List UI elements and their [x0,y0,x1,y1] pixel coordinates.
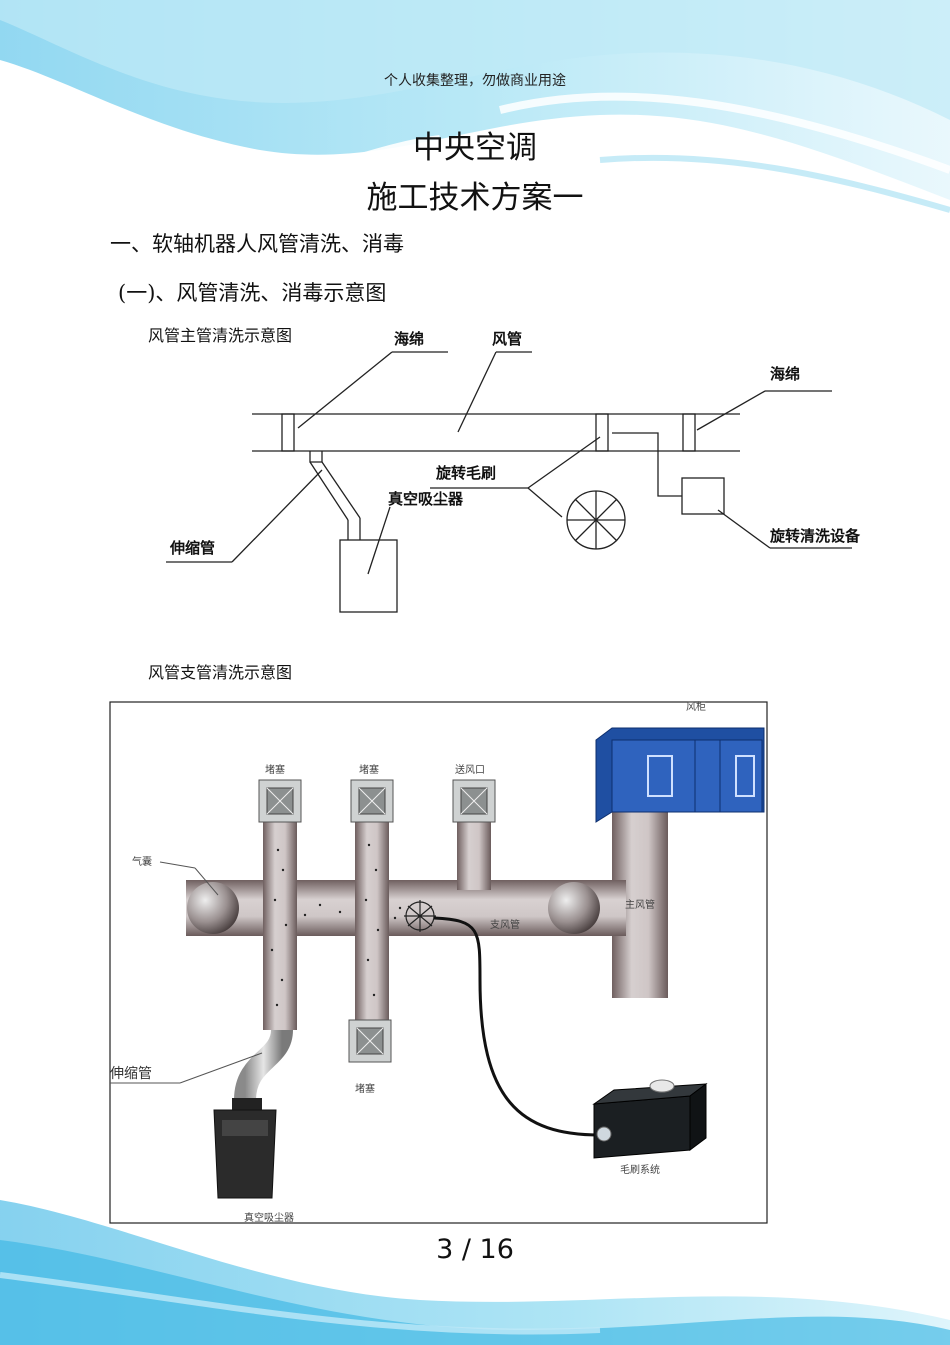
page-title-line2: 施工技术方案一 [366,180,584,216]
leader-cleaner [717,509,771,549]
watermark-text: 个人收集整理，勿做商业用途 [384,73,566,89]
section-heading: 一、软轴机器人风管清洗、消毒 [110,232,404,256]
vacuum-cleaner-unit [213,1098,277,1199]
sponge-right [682,413,696,452]
label-telescopic-tube: 伸缩管 [169,539,215,557]
branch-vertical-1 [263,820,297,1030]
label-brush-system: 毛刷系统 [620,1163,660,1176]
leader-sponge-left [297,351,393,429]
airbag-right [548,882,600,934]
sponge-left [281,413,295,452]
branch-vertical-2 [355,820,389,1020]
airbag-left [187,882,239,934]
grille-supply-outlet [452,779,496,823]
section-subheading: (一)、风管清洗、消毒示意图 [118,281,387,305]
brush-system-unit [592,1079,708,1159]
label-duct: 风管 [492,330,522,348]
label-main-duct: 主风管 [625,898,655,911]
label-air-cabinet: 风柜 [686,700,706,713]
vacuum-box [339,539,398,613]
grille-plug2 [350,779,394,823]
label-plug1: 堵塞 [265,763,285,776]
label-plug2: 堵塞 [359,763,379,776]
label-telescopic-tube-2: 伸缩管 [110,1066,152,1082]
grille-plug-bottom [348,1019,392,1063]
label-plug-bottom: 堵塞 [355,1082,375,1095]
figure1-caption: 风管主管清洗示意图 [148,326,293,345]
main-duct-diagram: 海绵 风管 海绵 旋转毛刷 真空吸尘器 伸缩管 旋转清洗设备 [166,330,861,613]
sponge-middle [595,413,609,452]
label-branch-duct: 支风管 [490,918,520,931]
leader-telescopic [231,469,323,563]
leader-sponge-right [696,390,766,431]
label-vacuum: 真空吸尘器 [388,490,464,508]
label-airbag: 气囊 [132,855,152,868]
telescopic-tube-left [309,461,349,521]
label-sponge-left: 海绵 [394,330,424,348]
rotating-cleaner-box [681,477,725,515]
label-supply-outlet: 送风口 [455,763,485,776]
label-rotating-brush: 旋转毛刷 [435,464,496,482]
cleaner-cable [612,432,682,497]
page-number: 3 / 16 [436,1234,514,1265]
brush-cable [433,916,601,1137]
brush-head [404,900,436,932]
page-title-line1: 中央空调 [413,130,537,166]
label-sponge-right: 海绵 [770,365,800,383]
branch-vertical-3 [457,820,491,890]
label-vacuum-2: 真空吸尘器 [244,1211,294,1224]
figure2-caption: 风管支管清洗示意图 [148,663,293,682]
air-cabinet-unit [595,727,765,823]
dust-particles [270,843,402,1007]
leader-vacuum [367,506,391,575]
label-rotating-cleaner: 旋转清洗设备 [769,527,861,545]
leader-duct [457,351,497,433]
grille-plug1 [258,779,302,823]
flex-hose [234,1028,293,1101]
